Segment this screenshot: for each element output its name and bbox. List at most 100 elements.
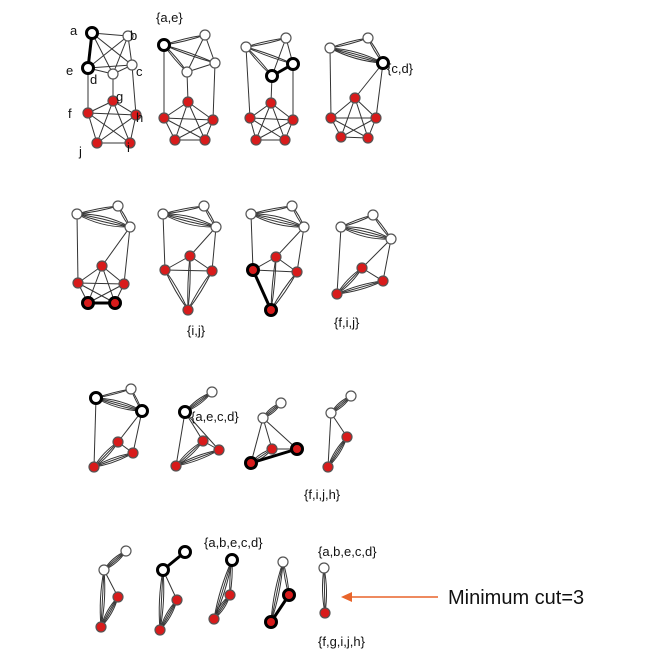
g7-node-ae [245, 208, 257, 220]
g3-node-j [250, 134, 262, 146]
g2-node-i [199, 134, 211, 146]
g6-edge [189, 226, 217, 257]
g4-edge [329, 47, 384, 64]
g3-edge [249, 117, 294, 121]
g4-edge [329, 47, 384, 64]
g2-edge [163, 44, 216, 64]
g7-node-f [246, 263, 260, 277]
g8-node-ae [335, 221, 347, 233]
g1-edge [131, 64, 137, 116]
g4-edge [329, 37, 369, 49]
g5-node-g [96, 260, 108, 272]
g12-node-g [341, 431, 353, 443]
g7-contract-edge [251, 269, 273, 311]
g3-node-c [286, 57, 300, 71]
g7-edge [250, 213, 254, 271]
g2-node-f [158, 112, 170, 124]
g5-node-cd [124, 221, 136, 233]
g10-edge [184, 411, 220, 451]
g3-node-i [279, 134, 291, 146]
g9-node-cd [135, 404, 149, 418]
g8-edge [382, 238, 392, 282]
node-layer [71, 26, 397, 636]
g2-node-h [207, 114, 219, 126]
g2-node-g [182, 96, 194, 108]
g6-node-ij [182, 304, 194, 316]
g15-node-fijh [208, 613, 220, 625]
g16-node-g [282, 588, 296, 602]
g1-node-c [126, 59, 138, 71]
g4-edge [375, 62, 384, 119]
g3-node-h [287, 114, 299, 126]
g9-node-ae [89, 391, 103, 405]
g10-node-b [206, 386, 218, 398]
g4-node-f [325, 112, 337, 124]
g1-edge [112, 100, 131, 144]
g1-node-a [85, 26, 99, 40]
g1-edge [87, 112, 131, 144]
g4-node-cd [376, 56, 390, 70]
label-node-f: f [68, 106, 72, 121]
set-label-aecd: {a,e,c,d} [191, 409, 239, 424]
g11-edge [250, 417, 264, 464]
g7-edge [296, 226, 305, 273]
g3-node-f [244, 112, 256, 124]
g4-edge [340, 117, 377, 138]
set-label-ae: {a,e} [156, 10, 183, 25]
g1-node-g [107, 95, 119, 107]
label-node-d: d [90, 72, 97, 87]
g5-edge [101, 226, 131, 267]
g14-node-b [178, 545, 192, 559]
g6-node-b [198, 200, 210, 212]
g2-edge [174, 101, 189, 141]
g4-node-i [362, 132, 374, 144]
g6-node-f [159, 264, 171, 276]
g3-node-g [265, 97, 277, 109]
g6-edge [164, 269, 189, 311]
g7-node-h [291, 266, 303, 278]
g6-node-h [206, 265, 218, 277]
g3-edge [270, 102, 286, 141]
g13-node-fijh [95, 621, 107, 633]
g4-node-b [362, 32, 374, 44]
g13-node-b [120, 545, 132, 557]
g3-edge [255, 102, 272, 141]
g8-node-g [356, 262, 368, 274]
set-label-ij: {i,j} [187, 323, 206, 338]
g6-edge [211, 226, 217, 272]
g14-node-fijh [154, 624, 166, 636]
g5-edge [77, 282, 125, 285]
g9-edge [93, 452, 134, 468]
g10-node-g [197, 435, 209, 447]
g13-node-g [112, 591, 124, 603]
g6-node-g [184, 250, 196, 262]
g5-edge [123, 226, 131, 285]
g9-node-fij [88, 461, 100, 473]
label-node-a: a [70, 23, 78, 38]
g7-edge [250, 205, 293, 215]
g3-edge [245, 37, 287, 48]
minimum-cut-label: Minimum cut=3 [448, 587, 584, 609]
g2-node-b [199, 29, 211, 41]
g4-node-h [370, 112, 382, 124]
g3-node-b [280, 32, 292, 44]
g11-node-g [266, 443, 278, 455]
g5-node-h [118, 278, 130, 290]
g3-edge [245, 46, 251, 119]
g9-node-g [112, 436, 124, 448]
g1-node-h [130, 109, 142, 121]
g10-node-h [213, 444, 225, 456]
g1-node-e [81, 61, 95, 75]
g17-node-abecd [318, 562, 330, 574]
g11-node-aecd [257, 412, 269, 424]
g1-node-i [124, 137, 136, 149]
g4-edge [330, 117, 369, 139]
g12-node-b [345, 390, 357, 402]
g1-edge [112, 35, 129, 75]
g4-edge [354, 62, 384, 99]
g1-edge [96, 114, 137, 144]
g5-node-f [72, 277, 84, 289]
g6-edge [164, 269, 189, 311]
g15-node-g [224, 589, 236, 601]
g1-node-b [122, 30, 134, 42]
